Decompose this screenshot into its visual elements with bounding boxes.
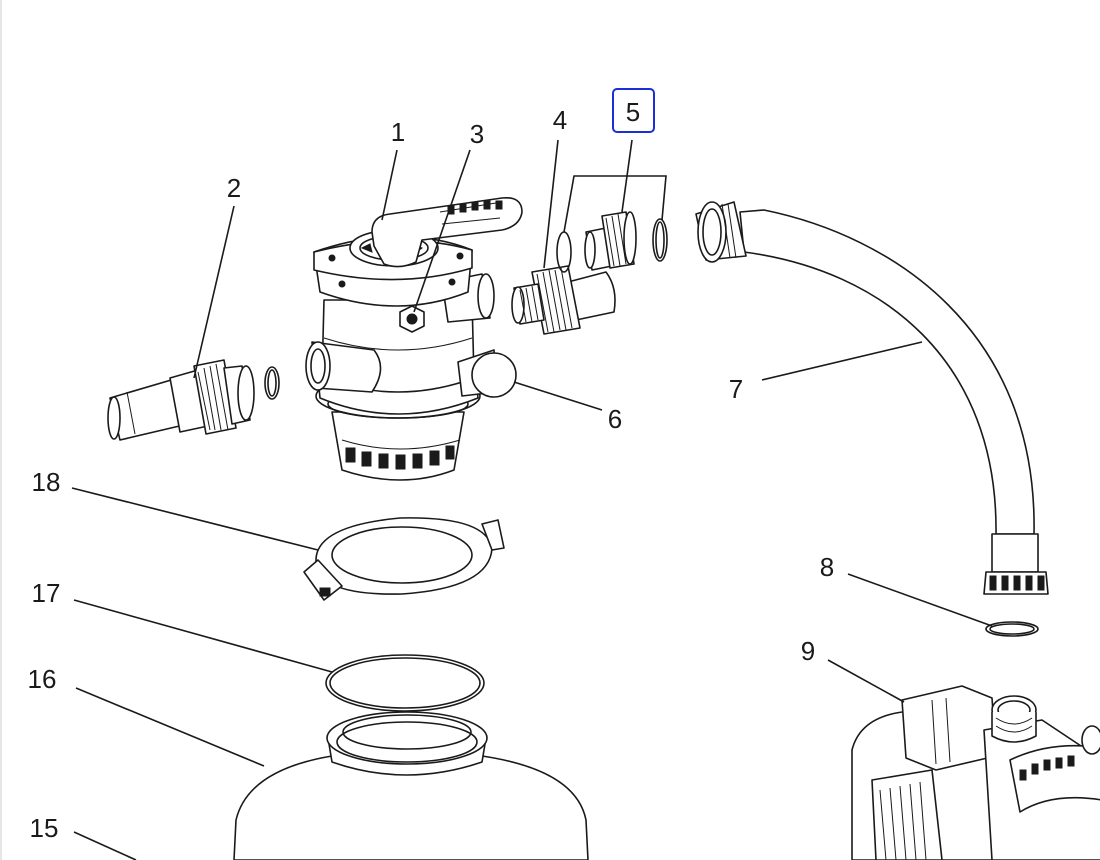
part-labels: 1 2 3 4 5 6 7 8 9 15 16 17 18: [28, 97, 835, 843]
part-label-6[interactable]: 6: [608, 404, 622, 434]
part-label-4[interactable]: 4: [553, 105, 567, 135]
part-label-7[interactable]: 7: [729, 374, 743, 404]
part-6-pressure-knob[interactable]: [457, 349, 517, 398]
part-3-pressure-gauge-port[interactable]: [399, 305, 425, 333]
part-label-3[interactable]: 3: [470, 119, 484, 149]
part-label-18[interactable]: 18: [32, 467, 61, 497]
part-4-union-fitting[interactable]: [511, 231, 616, 335]
part-label-1[interactable]: 1: [391, 117, 405, 147]
part-label-2[interactable]: 2: [227, 173, 241, 203]
part-label-9[interactable]: 9: [801, 636, 815, 666]
part-7-hose[interactable]: [695, 201, 1049, 595]
highlight-box-part-5: [612, 88, 655, 133]
part-2-union-fitting[interactable]: [107, 359, 280, 441]
part-label-5[interactable]: 5: [626, 97, 640, 127]
part-18-clamp-ring[interactable]: [303, 517, 505, 601]
part-5-threaded-adapter[interactable]: [584, 211, 668, 271]
leader-lines: [71, 139, 993, 860]
part-8-o-ring[interactable]: [985, 621, 1039, 637]
part-16-tank-top[interactable]: [233, 711, 589, 860]
part-label-16[interactable]: 16: [28, 664, 57, 694]
part-1-multiport-valve[interactable]: [305, 196, 523, 481]
part-label-8[interactable]: 8: [820, 552, 834, 582]
part-17-o-ring[interactable]: [325, 654, 485, 712]
part-9-pump[interactable]: [851, 685, 1100, 860]
part-label-17[interactable]: 17: [32, 578, 61, 608]
part-label-15[interactable]: 15: [30, 813, 59, 843]
